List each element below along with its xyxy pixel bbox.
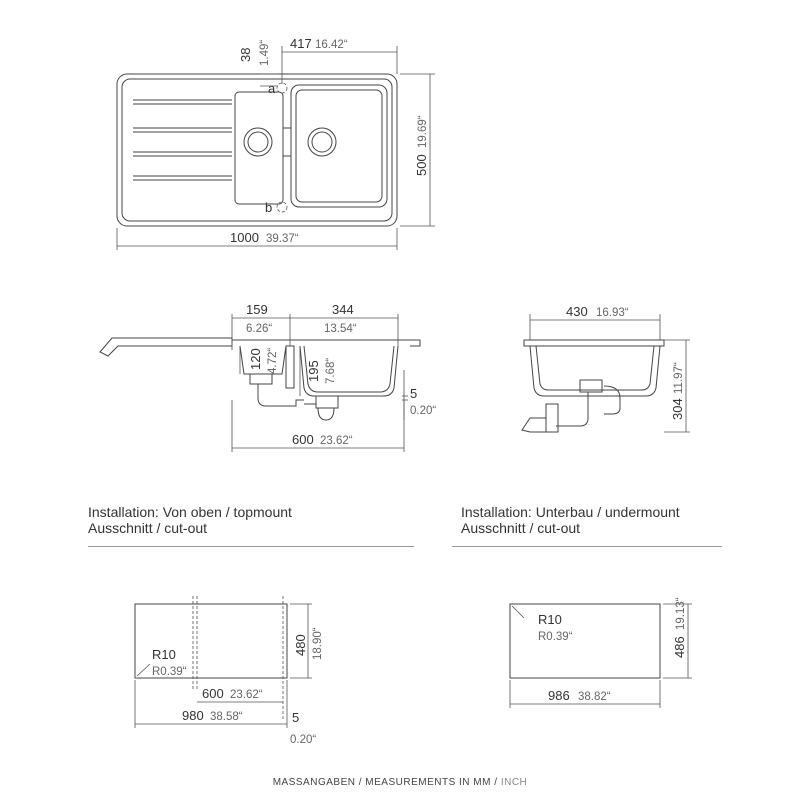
- dim-small-bowl-in: 6.26“: [246, 323, 272, 335]
- undermount-label-line1: Installation: Unterbau / undermount: [461, 504, 680, 520]
- dim-depth: 500: [414, 154, 429, 176]
- dim-rim: 5: [410, 386, 417, 401]
- topmount-divider: [88, 546, 414, 547]
- cutout-dim-width-in: 38.58“: [210, 711, 243, 723]
- main-bowl-profile: [299, 345, 399, 397]
- dim-main-depth: 195: [306, 360, 321, 382]
- footer-unit: INCH: [500, 777, 528, 788]
- dim-offset-in: 1.49“: [259, 40, 271, 66]
- undermount-section: 430 16.93“ 304 11.97“: [521, 304, 690, 433]
- main-drain: [315, 395, 339, 409]
- dim-cabinet: 600: [292, 432, 314, 447]
- dim-depth-in: 19.69“: [417, 115, 429, 148]
- cutout-radius-in: R0.39“: [152, 666, 187, 678]
- dim-offset: 38: [238, 48, 253, 62]
- undermount-bowl: [529, 345, 661, 397]
- dim-total-width-in: 39.37“: [266, 233, 299, 245]
- main-bowl: [290, 84, 388, 208]
- dim-width-in: 16.93“: [596, 307, 629, 319]
- dim-small-depth: 120: [248, 348, 263, 370]
- drainer-profile: [99, 337, 233, 357]
- tap-hole-a: [276, 82, 288, 94]
- u-cutout-dim-width: 986: [548, 688, 570, 703]
- u-cutout-dim-height: 486: [672, 636, 687, 658]
- small-bowl-drain: [243, 127, 273, 157]
- small-bowl: [234, 91, 284, 205]
- footer-text: MASSANGABEN / MEASUREMENTS IN MM /: [272, 777, 501, 788]
- dim-width: 430: [566, 304, 588, 319]
- topmount-label-line1: Installation: Von oben / topmount: [88, 504, 292, 520]
- cutout-radius: R10: [152, 647, 176, 662]
- cutout-dim-gap: 5: [292, 710, 299, 725]
- topmount-cutout-rect: [134, 603, 288, 679]
- cutout-dim-cabinet: 600: [202, 686, 224, 701]
- dim-small-bowl: 159: [246, 302, 268, 317]
- sink-outline: [116, 73, 398, 227]
- undermount-trap: [556, 392, 589, 427]
- cutout-dim-cabinet-in: 23.62“: [230, 689, 263, 701]
- undermount-divider: [452, 546, 722, 547]
- main-bowl-drain: [307, 127, 337, 157]
- dim-main-bowl-in: 13.54“: [324, 323, 357, 335]
- footer-note: MASSANGABEN / MEASUREMENTS IN MM / INCH: [0, 777, 800, 788]
- undermount-label-line2: Ausschnitt / cut-out: [461, 520, 581, 536]
- dim-bowl-width: 417: [290, 36, 312, 51]
- dim-height-in: 11.97“: [673, 362, 685, 394]
- cutout-dim-height: 480: [293, 634, 308, 656]
- drainer-grooves: [133, 99, 232, 181]
- undermount-drain: [579, 379, 603, 393]
- undermount-rim: [523, 339, 665, 347]
- dim-cabinet-in: 23.62“: [320, 435, 353, 447]
- u-cutout-radius: R10: [538, 612, 562, 627]
- overflow-pipe: [285, 345, 295, 389]
- marker-b: b: [265, 200, 272, 215]
- dim-main-bowl: 344: [332, 302, 354, 317]
- overflow: [282, 127, 292, 157]
- dim-small-depth-in: 4.72“: [267, 348, 279, 374]
- undermount-cutout: R10 R0.39“ 486 19.13“ 986 38.82“: [509, 597, 692, 708]
- cutout-dim-width: 980: [182, 708, 204, 723]
- undermount-cutout-rect: [509, 603, 661, 679]
- marker-a: a: [268, 81, 276, 96]
- u-cutout-dim-height-in: 19.13“: [675, 597, 687, 630]
- dim-main-depth-in: 7.68“: [325, 358, 337, 384]
- small-bowl-profile: [239, 345, 287, 375]
- topmount-cutout: R10 R0.39“ 480 18.90“ 600 23.62“ 980 38.…: [134, 596, 324, 746]
- dim-total-width: 1000: [230, 230, 259, 245]
- cutout-dim-height-in: 18.90“: [312, 627, 324, 660]
- cutout-dim-gap-in: 0.20“: [290, 734, 316, 746]
- top-view: a b 38 1.49“ 417 16.42“ 500 19.69“ 1000 …: [116, 36, 435, 250]
- u-cutout-radius-in: R0.39“: [538, 631, 573, 643]
- tap-hole-b: [276, 201, 288, 213]
- dim-bowl-width-in: 16.42“: [315, 39, 348, 51]
- rim-profile: [232, 339, 421, 347]
- topmount-section: 159 6.26“ 344 13.54“ 120 4.72“ 195 7.68“…: [99, 302, 436, 452]
- dim-rim-in: 0.20“: [410, 405, 436, 417]
- sink-inner-rim: [121, 78, 393, 222]
- dim-height: 304: [670, 398, 685, 420]
- small-drain: [249, 373, 273, 385]
- u-cutout-dim-width-in: 38.82“: [578, 691, 611, 703]
- topmount-label-line2: Ausschnitt / cut-out: [88, 520, 208, 536]
